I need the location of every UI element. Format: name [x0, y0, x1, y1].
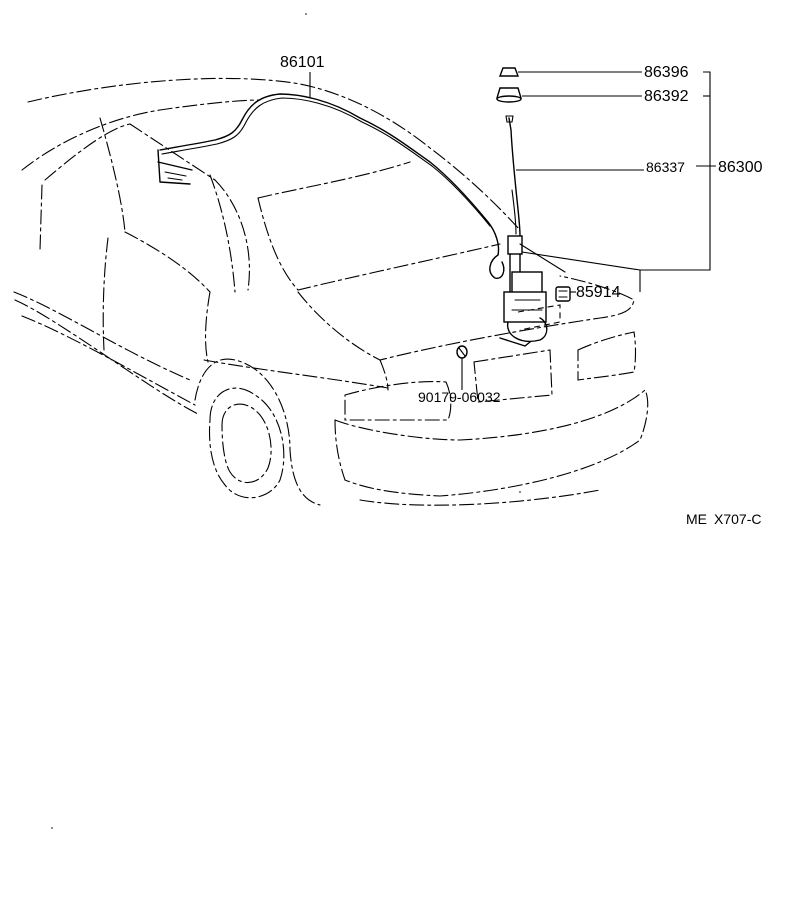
diagram-code-prefix: ME [686, 511, 707, 527]
power-antenna-assembly [456, 67, 571, 359]
callout-86396: 86396 [644, 64, 689, 81]
callout-85914: 85914 [576, 284, 621, 301]
diagram-code-number: X707-C [714, 511, 761, 527]
callout-86392: 86392 [644, 88, 689, 105]
leader-lines [309, 71, 716, 390]
callout-90179-06032: 90179-06032 [418, 389, 501, 405]
callout-86337: 86337 [646, 159, 685, 175]
scan-dot [305, 13, 307, 15]
antenna-cable [157, 93, 505, 279]
scan-dot [51, 827, 53, 829]
car-body [13, 77, 649, 506]
callout-86300: 86300 [718, 159, 763, 176]
callout-86101: 86101 [280, 54, 325, 71]
scan-dot [519, 491, 521, 493]
